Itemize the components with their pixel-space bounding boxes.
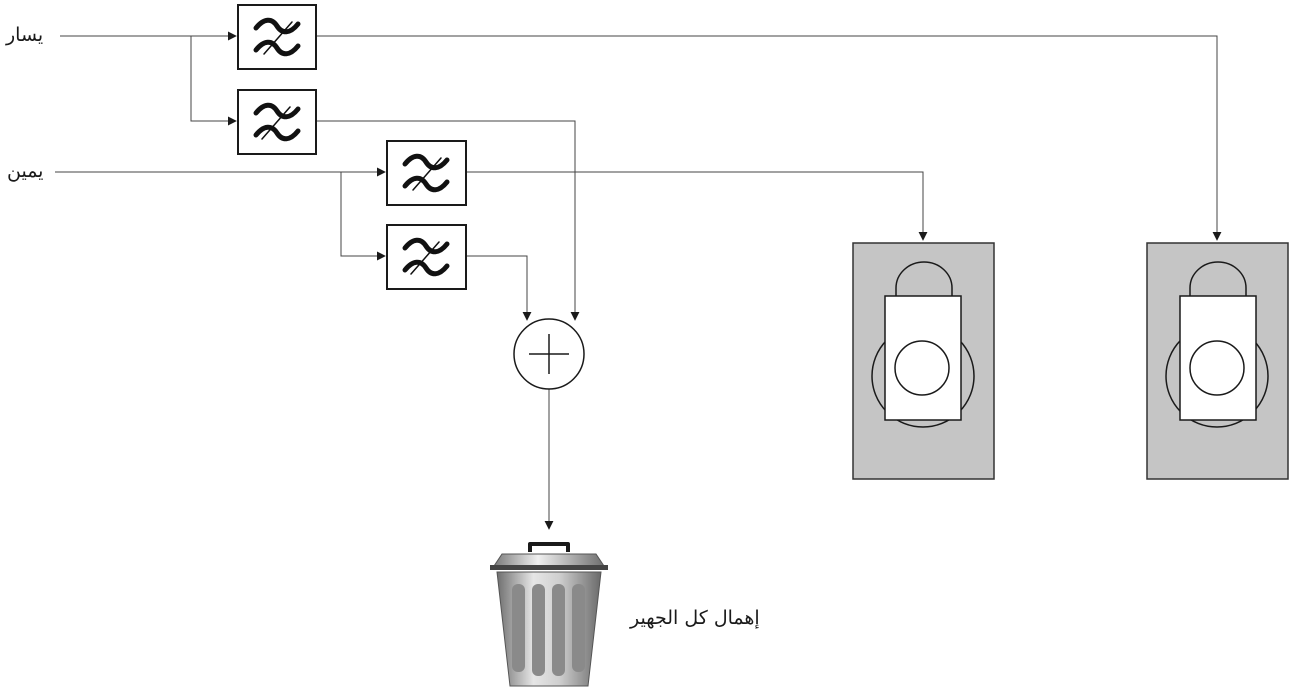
output-wires [316, 35, 1222, 530]
right-lowpass-filter [386, 224, 467, 290]
discard-bass-label: إهمال كل الجهير [630, 607, 760, 629]
left-speaker [1146, 242, 1289, 480]
left-input-label: يسار [6, 24, 44, 46]
plus-icon [529, 334, 569, 374]
left-lowpass-filter [237, 89, 317, 155]
left-input-wires [60, 31, 237, 126]
left-highpass-filter [237, 4, 317, 70]
lowpass-filter-icon [402, 237, 450, 277]
right-input-label: يمين [7, 160, 44, 182]
right-input-wires [55, 167, 386, 261]
highpass-filter-icon [253, 17, 301, 57]
trash-can-icon [490, 542, 608, 687]
right-speaker [852, 242, 995, 480]
right-highpass-filter [386, 140, 467, 206]
highpass-filter-icon [402, 153, 450, 193]
summing-junction [513, 318, 585, 390]
lowpass-filter-icon [253, 102, 301, 142]
